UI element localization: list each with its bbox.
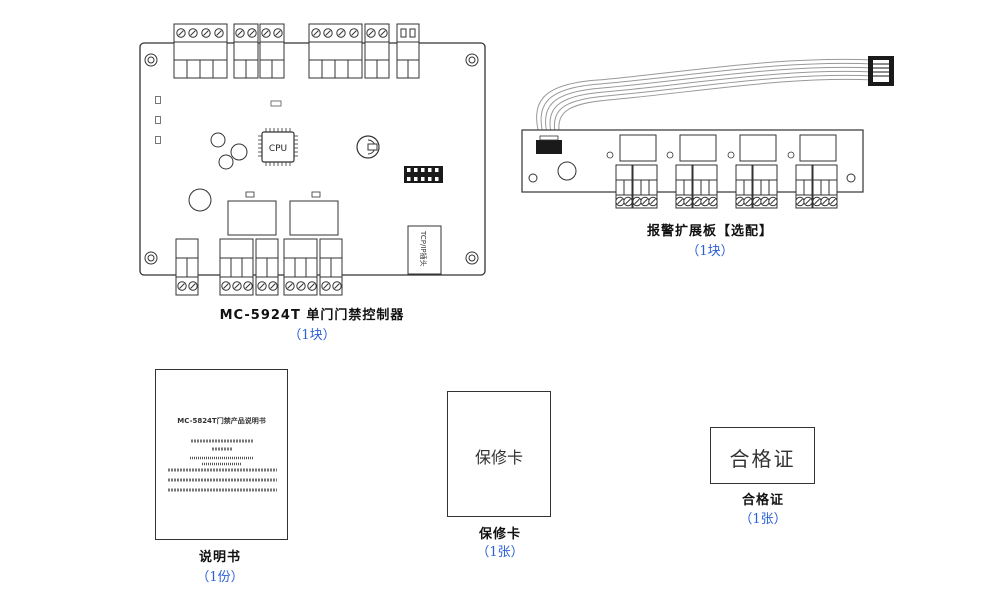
alarm-expansion-board — [521, 56, 894, 209]
manual-title: 说明书 — [198, 550, 241, 565]
warranty-quantity: （1张） — [476, 545, 524, 560]
top-terminal-block-2pin — [233, 23, 285, 79]
capacitor — [188, 132, 248, 212]
alarm-relay-group — [735, 134, 778, 209]
manual-text-lines — [168, 439, 277, 492]
status-led — [606, 151, 795, 159]
manual-booklet: MC-5824T门禁产品说明书 — [155, 369, 288, 540]
top-terminal-block-4pin-right — [308, 23, 390, 79]
manual-cover-title: MC-5824T门禁产品说明书 — [177, 417, 266, 425]
small-component — [270, 100, 282, 107]
certificate-card: 合格证 — [710, 427, 815, 484]
alarm-relay-group — [675, 134, 718, 209]
cpu-chip — [258, 128, 298, 166]
status-led — [155, 96, 161, 144]
capacitor — [557, 161, 577, 181]
alarm-board-quantity: （1块） — [686, 244, 734, 259]
manual-quantity: （1份） — [196, 570, 244, 585]
certificate-card-text: 合格证 — [729, 447, 796, 471]
controller-quantity: （1块） — [288, 328, 336, 343]
relay — [227, 191, 339, 236]
pin-header — [404, 166, 443, 183]
top-power-connector — [396, 23, 420, 79]
alarm-board-title: 报警扩展板【选配】 — [646, 224, 773, 239]
top-terminal-block-4pin — [173, 23, 228, 79]
controller-title: MC-5924T 单门门禁控制器 — [219, 308, 405, 323]
alarm-relay-group — [795, 134, 838, 209]
bottom-terminal-block-3pin-right — [283, 238, 343, 296]
controller-board: CPU — [139, 23, 486, 296]
certificate-quantity: （1张） — [739, 512, 787, 527]
certificate-title: 合格证 — [741, 493, 784, 508]
warranty-card-text: 保修卡 — [474, 448, 523, 467]
bottom-terminal-block-2pin-left — [175, 238, 199, 296]
warranty-title: 保修卡 — [478, 527, 521, 542]
alarm-relay-group — [615, 134, 658, 209]
tcpip-connector: TCP/IP插头 — [407, 225, 442, 275]
mounting-hole — [528, 173, 856, 183]
ribbon-cable — [536, 58, 875, 139]
cpu-label: CPU — [269, 144, 287, 154]
bottom-terminal-block-3pin — [219, 238, 279, 296]
warranty-card: 保修卡 — [447, 391, 551, 517]
cable-connector — [868, 56, 894, 86]
tcpip-label: TCP/IP插头 — [419, 230, 428, 267]
buzzer — [356, 135, 380, 159]
